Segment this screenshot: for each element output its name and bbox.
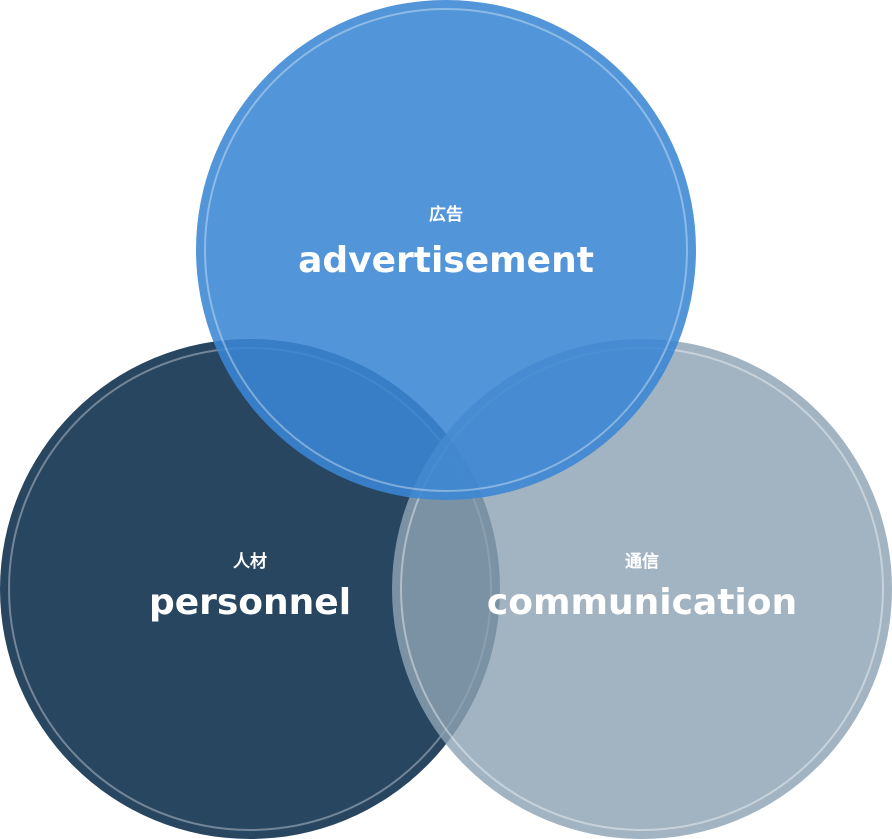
communication-label-jp: 通信 bbox=[625, 551, 659, 572]
advertisement-label-en: advertisement bbox=[298, 240, 594, 281]
personnel-label-jp: 人材 bbox=[233, 551, 267, 572]
communication-label-en: communication bbox=[487, 582, 797, 623]
advertisement-label-jp: 広告 bbox=[429, 204, 463, 225]
personnel-label-en: personnel bbox=[149, 582, 351, 623]
circle-advertisement bbox=[196, 0, 696, 500]
